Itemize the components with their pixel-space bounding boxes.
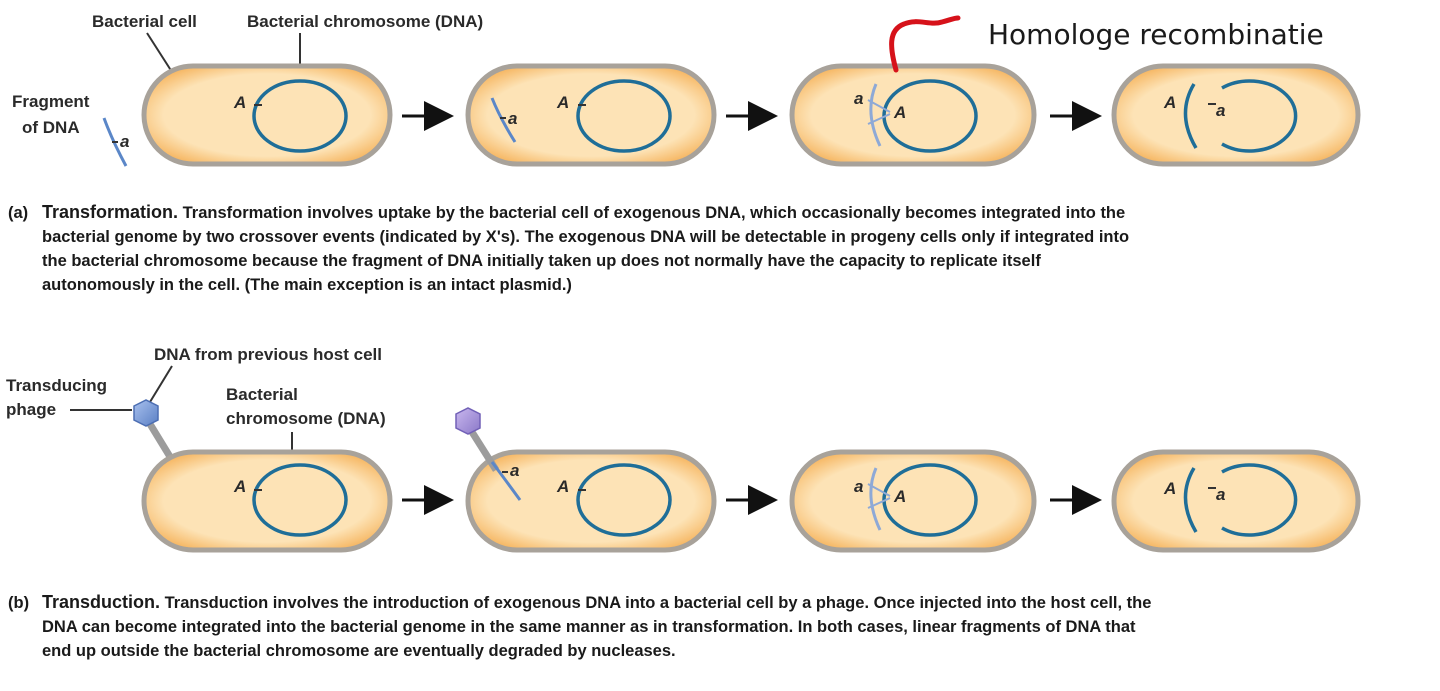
chromosome-ring (576, 463, 672, 537)
fragment-label-line2: of DNA (22, 118, 80, 137)
chromosome-ring (1221, 463, 1298, 537)
chromosome-ring (576, 79, 672, 153)
caption-a-line4: autonomously in the cell. (The main exce… (42, 276, 572, 294)
caption-b-heading: Transduction. (42, 592, 161, 612)
chromosome-ring (1221, 79, 1298, 153)
cell-a4: A a (1111, 63, 1361, 167)
aligned-fragment (869, 83, 882, 147)
cell-body (465, 63, 717, 167)
phage-tail (147, 422, 175, 462)
cell-body (789, 63, 1037, 167)
caption-b-line3: end up outside the bacterial chromosome … (42, 642, 676, 660)
allele-upper: A (233, 477, 246, 496)
cell-b4: A a (1111, 449, 1361, 553)
dna-previous-host-leader (149, 365, 173, 403)
allele-lower: a (854, 89, 863, 108)
cell-body (141, 449, 393, 553)
chromosome-label-line1: Bacterial (226, 385, 298, 404)
phage-head (455, 407, 481, 435)
allele-lower: a (510, 461, 519, 480)
cell-body (1111, 63, 1361, 167)
caption-a-tag: (a) (8, 204, 29, 222)
cell-body (465, 449, 717, 553)
allele-upper: A (556, 93, 569, 112)
dna-previous-host-label: DNA from previous host cell (154, 345, 382, 364)
allele-upper: A (893, 487, 906, 506)
chromosome-ring (252, 79, 348, 153)
displaced-strand (1183, 467, 1198, 533)
allele-upper: A (556, 477, 569, 496)
phage-head (133, 399, 159, 427)
crossover-line (867, 497, 891, 509)
chromosome-label: Bacterial chromosome (DNA) (247, 12, 483, 31)
caption-a: (a) Transformation. Transformation involv… (8, 200, 1418, 297)
caption-a-line1: (a) Transformation. Transformation involv… (8, 200, 1418, 225)
cell-body (789, 449, 1037, 553)
transducing-phage (133, 399, 175, 462)
allele-lower: a (120, 132, 129, 151)
panel-b: DNA from previous host cell Transducing … (6, 345, 1361, 553)
crossover-line (867, 113, 891, 125)
cell-a1: A (141, 63, 393, 167)
cell-b2: A a (455, 407, 717, 553)
cell-b3: a A (789, 449, 1037, 553)
displaced-strand (1183, 83, 1198, 149)
fragment-label-line1: Fragment (12, 92, 90, 111)
allele-upper: A (893, 103, 906, 122)
cell-b1: A (141, 449, 393, 553)
cell-body (141, 63, 393, 167)
homologe-recombinatie-annotation: Homologe recombinatie (988, 18, 1324, 51)
phage-label-line1: Transducing (6, 376, 107, 395)
caption-b-text1: Transduction involves the introduction o… (164, 594, 1152, 612)
crossover-line (867, 99, 891, 113)
caption-a-heading: Transformation. (42, 202, 179, 222)
crossover-line (867, 483, 891, 497)
allele-lower: a (508, 109, 517, 128)
annotation-stroke (889, 15, 961, 73)
chromosome-ring (252, 463, 348, 537)
allele-lower: a (1216, 485, 1225, 504)
phage-label-line2: phage (6, 400, 56, 419)
caption-b-line1: (b) Transduction. Transduction involves t… (8, 590, 1418, 615)
bacterial-cell-label: Bacterial cell (92, 12, 197, 31)
caption-b: (b) Transduction. Transduction involves t… (8, 590, 1418, 663)
allele-lower: a (854, 477, 863, 496)
allele-upper: A (1163, 93, 1176, 112)
caption-a-line2: bacterial genome by two crossover events… (42, 228, 1130, 246)
allele-lower: a (1216, 101, 1225, 120)
caption-a-line3: the bacterial chromosome because the fra… (42, 252, 1041, 270)
panel-a: Bacterial cell Bacterial chromosome (DNA… (12, 12, 1361, 167)
chromosome-label-line2: chromosome (DNA) (226, 409, 386, 428)
aligned-fragment (869, 467, 882, 531)
caption-b-tag: (b) (8, 594, 30, 612)
caption-b-line2: DNA can become integrated into the bacte… (42, 618, 1136, 636)
cell-a2: A a (465, 63, 717, 167)
cell-body (1111, 449, 1361, 553)
allele-upper: A (1163, 479, 1176, 498)
caption-a-text1: Transformation involves uptake by the ba… (182, 204, 1126, 222)
allele-upper: A (233, 93, 246, 112)
injected-dna (490, 461, 522, 501)
bacterial-cell-leader (146, 32, 173, 73)
cell-a3: a A (789, 63, 1037, 167)
